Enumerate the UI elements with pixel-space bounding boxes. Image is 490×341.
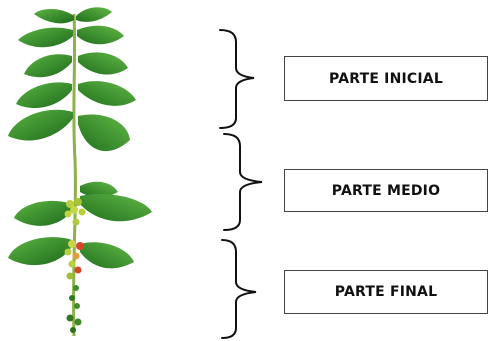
leaves-top xyxy=(16,7,136,108)
leaves-middle xyxy=(14,182,152,226)
label-parte-final: PARTE FINAL xyxy=(284,270,488,314)
leaves-upper-middle xyxy=(8,110,130,151)
label-parte-medio: PARTE MEDIO xyxy=(284,169,488,212)
bracket-parte-inicial xyxy=(220,30,254,128)
label-parte-final-text: PARTE FINAL xyxy=(335,284,437,300)
label-parte-medio-text: PARTE MEDIO xyxy=(332,183,440,199)
label-parte-inicial: PARTE INICIAL xyxy=(284,56,488,101)
bracket-parte-final xyxy=(222,240,256,338)
coffee-plant-illustration xyxy=(0,0,175,341)
label-parte-inicial-text: PARTE INICIAL xyxy=(329,71,443,87)
bracket-parte-medio xyxy=(224,134,262,230)
